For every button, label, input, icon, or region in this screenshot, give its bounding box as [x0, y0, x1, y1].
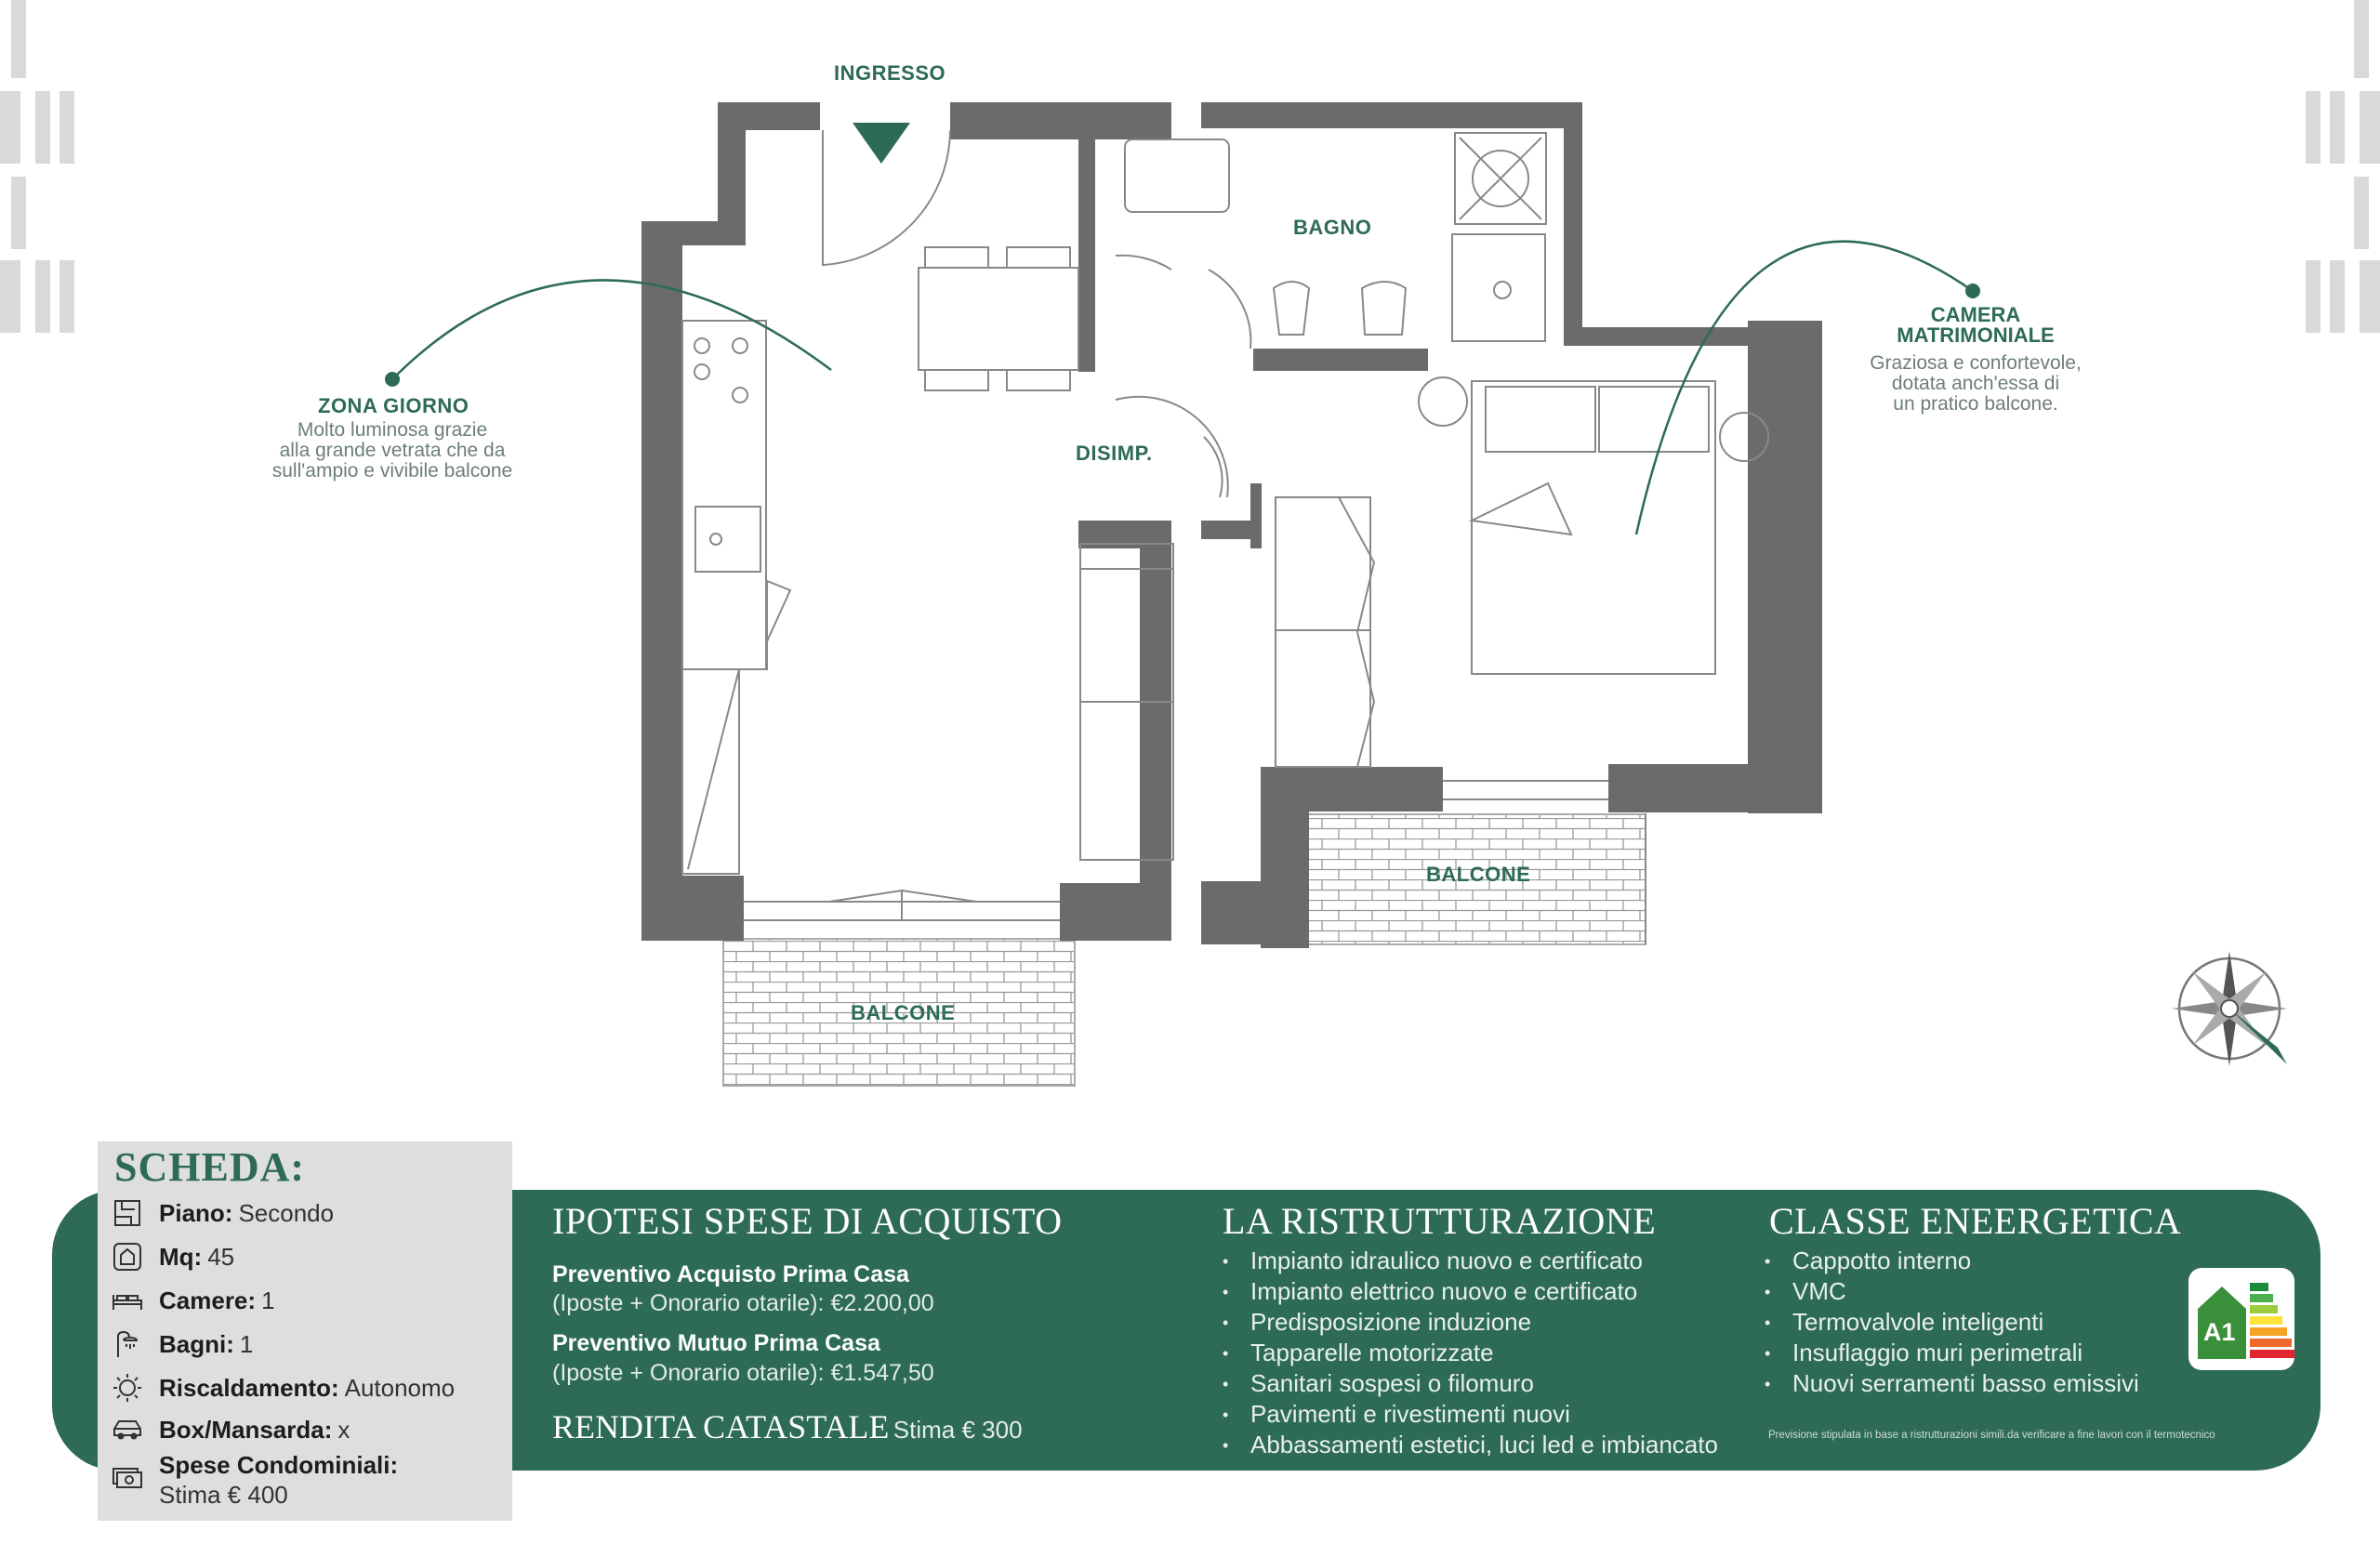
furniture: [681, 129, 1769, 944]
preventivo-acquisto-detail: (Iposte + Onorario otarile): €2.200,00: [552, 1290, 934, 1316]
camera-title-line: CAMERA: [1930, 303, 2021, 326]
zona-giorno-line: sull'ampio e vivibile balcone: [271, 460, 513, 482]
entrance-arrow: [853, 123, 910, 164]
riscaldamento-value: Autonomo: [344, 1373, 456, 1402]
scheda-title: SCHEDA:: [114, 1144, 306, 1190]
list-item: Predisposizione induzione: [1223, 1308, 1718, 1339]
camera-title-line: MATRIMONIALE: [1897, 323, 2055, 347]
box-value: x: [337, 1415, 350, 1444]
list-item: Cappotto interno: [1765, 1247, 2139, 1277]
list-item: Nuovi serramenti basso emissivi: [1765, 1369, 2139, 1400]
list-item: Insuflaggio muri perimetrali: [1765, 1339, 2139, 1369]
energy-class-value: A1: [2203, 1318, 2236, 1346]
scheda-row-spese: Spese Condominiali: Stima € 400: [111, 1450, 403, 1517]
riscaldamento-label: Riscaldamento:: [159, 1373, 339, 1402]
balcony-right: [1305, 813, 1646, 945]
spese-value: Stima € 400: [159, 1481, 288, 1509]
list-item: Impianto elettrico nuovo e certificato: [1223, 1277, 1718, 1308]
mq-value: 45: [207, 1242, 235, 1271]
shower-icon: [111, 1327, 144, 1361]
list-item: Termovalvole inteligenti: [1765, 1308, 2139, 1339]
balcony-left: [722, 938, 1076, 1087]
left-decor: [0, 0, 74, 333]
ristrutturazione-list: Impianto idraulico nuovo e certificato I…: [1223, 1247, 1718, 1461]
scheda-panel: SCHEDA: Piano: Secondo Mq: 45 Camere: 1 …: [98, 1141, 512, 1521]
ristrutturazione-title: LA RISTRUTTURAZIONE: [1223, 1200, 1657, 1242]
bed-icon: [111, 1284, 144, 1317]
scheda-row-bagni: Bagni: 1: [111, 1325, 253, 1364]
camera-line: Graziosa e confortevole,: [1870, 352, 2082, 374]
right-decor: [2306, 0, 2380, 333]
spese-title: IPOTESI SPESE DI ACQUISTO: [552, 1200, 1063, 1242]
camera-title: CAMERA MATRIMONIALE: [1841, 305, 2110, 346]
classe-list: Cappotto interno VMC Termovalvole inteli…: [1765, 1247, 2139, 1400]
energy-class-badge: A1: [2188, 1268, 2294, 1370]
preventivo-acquisto-title: Preventivo Acquisto Prima Casa: [552, 1261, 909, 1287]
label-balcone-left: BALCONE: [851, 1001, 956, 1024]
camera-description: Graziosa e confortevole, dotata anch'ess…: [1822, 353, 2129, 415]
walls: [641, 102, 1822, 948]
label-bagno: BAGNO: [1293, 216, 1372, 239]
zona-giorno-title: ZONA GIORNO: [318, 394, 469, 417]
label-disimp: DISIMP.: [1076, 442, 1153, 465]
area-icon: [111, 1240, 144, 1273]
camera-line: un pratico balcone.: [1893, 393, 2058, 415]
scheda-row-camere: Camere: 1: [111, 1281, 275, 1320]
floor-plan: [0, 0, 2380, 1087]
spese-label: Spese Condominiali:: [159, 1451, 399, 1479]
rendita-catastale: RENDITA CATASTALE Stima € 300: [552, 1407, 1023, 1446]
zona-giorno-leader: [391, 279, 832, 380]
label-ingresso: INGRESSO: [834, 61, 946, 85]
preventivo-mutuo-title: Preventivo Mutuo Prima Casa: [552, 1330, 880, 1356]
list-item: VMC: [1765, 1277, 2139, 1308]
list-item: Sanitari sospesi o filomuro: [1223, 1369, 1718, 1400]
bagni-label: Bagni:: [159, 1329, 234, 1358]
piano-label: Piano:: [159, 1198, 233, 1227]
zona-giorno-line: alla grande vetrata che da: [279, 440, 506, 461]
box-label: Box/Mansarda:: [159, 1415, 333, 1444]
classe-title: CLASSE ENEERGETICA: [1769, 1200, 2182, 1242]
camera-line: dotata anch'essa di: [1891, 373, 2060, 394]
energy-note: Previsione stipulata in base a ristruttu…: [1768, 1430, 2215, 1441]
list-item: Pavimenti e rivestimenti nuovi: [1223, 1400, 1718, 1431]
energy-house-icon: [2198, 1283, 2294, 1359]
camere-label: Camere:: [159, 1286, 257, 1314]
scheda-row-mq: Mq: 45: [111, 1237, 234, 1276]
zona-giorno-line: Molto luminosa grazie: [297, 419, 488, 441]
compass-rose-icon: [2172, 951, 2287, 1066]
camere-value: 1: [261, 1286, 275, 1314]
car-icon: [111, 1413, 144, 1446]
camera-leader: [1634, 240, 1974, 535]
list-item: Tapparelle motorizzate: [1223, 1339, 1718, 1369]
scheda-row-piano: Piano: Secondo: [111, 1194, 334, 1233]
floor-icon: [111, 1196, 144, 1230]
list-item: Abbassamenti estetici, luci led e imbian…: [1223, 1431, 1718, 1461]
mq-label: Mq:: [159, 1242, 203, 1271]
rendita-title: RENDITA CATASTALE: [552, 1408, 890, 1445]
zona-giorno-description: Molto luminosa grazie alla grande vetrat…: [216, 420, 569, 482]
label-balcone-right: BALCONE: [1426, 863, 1531, 886]
piano-value: Secondo: [238, 1198, 335, 1227]
scheda-row-riscaldamento: Riscaldamento: Autonomo: [111, 1368, 455, 1407]
money-icon: [111, 1459, 144, 1493]
list-item: Impianto idraulico nuovo e certificato: [1223, 1247, 1718, 1277]
sun-icon: [111, 1371, 144, 1405]
preventivo-mutuo-detail: (Iposte + Onorario otarile): €1.547,50: [552, 1360, 934, 1386]
rendita-value: Stima € 300: [892, 1416, 1023, 1444]
bagni-value: 1: [239, 1329, 254, 1358]
scheda-row-box: Box/Mansarda: x: [111, 1410, 350, 1449]
